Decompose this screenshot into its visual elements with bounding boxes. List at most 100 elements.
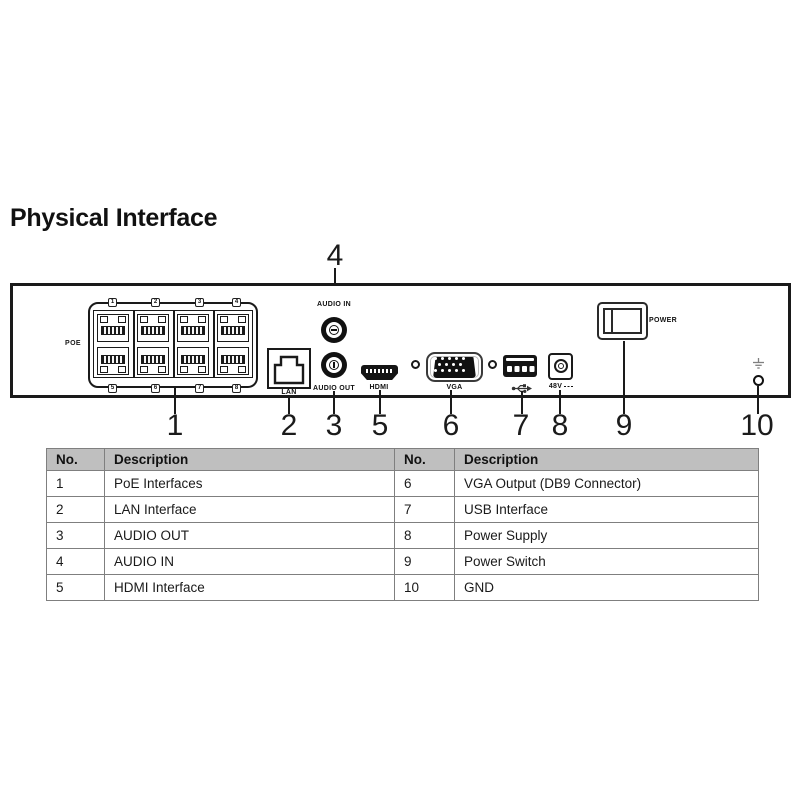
cell-no: 6 — [394, 470, 455, 497]
dc-jack-ring — [553, 358, 568, 373]
leader-line-7 — [521, 391, 523, 414]
leader-line-1 — [174, 387, 176, 414]
leader-line-10 — [757, 386, 759, 414]
lan-port — [267, 348, 311, 389]
rj45-jack — [177, 314, 209, 342]
power-jack-label: 48V — [540, 383, 582, 390]
audio-out-connector — [321, 352, 347, 378]
vga-port — [426, 352, 483, 382]
rj45-pins — [221, 355, 245, 364]
poe-port-block — [88, 302, 258, 388]
cell-description: HDMI Interface — [104, 574, 395, 601]
interface-description-table: No. Description No. Description 1 PoE In… — [46, 448, 759, 601]
vga-screw-left — [411, 360, 420, 369]
device-rear-panel: POE 1 2 3 4 5 6 7 8 LAN AUDIO IN AUDIO O… — [10, 283, 791, 398]
rj45-pins — [181, 326, 205, 335]
cell-description: Power Supply — [454, 522, 759, 549]
dc-symbol-icon — [564, 384, 574, 387]
audio-in-connector — [321, 317, 347, 343]
table-row: 5 HDMI Interface 10 GND — [46, 574, 759, 601]
rj45-pins — [141, 355, 165, 364]
cell-description: USB Interface — [454, 496, 759, 523]
cell-no: 2 — [46, 496, 105, 523]
leader-line-9 — [623, 341, 625, 414]
cell-no: 3 — [46, 522, 105, 549]
usb-slot — [506, 358, 534, 361]
rj45-pins — [141, 326, 165, 335]
cell-description: Power Switch — [454, 548, 759, 575]
rj45-jack — [97, 347, 129, 375]
cell-no: 4 — [46, 548, 105, 575]
lan-label: LAN — [281, 389, 297, 396]
vga-dsub — [433, 357, 476, 378]
poe-port-number: 4 — [232, 298, 241, 307]
cell-description: AUDIO IN — [104, 548, 395, 575]
usb-contacts — [507, 366, 512, 372]
poe-port-number: 3 — [195, 298, 204, 307]
power-switch — [597, 302, 648, 340]
header-no-right: No. — [394, 448, 455, 471]
poe-port-number: 2 — [151, 298, 160, 307]
hdmi-label: HDMI — [369, 384, 389, 391]
hdmi-port — [361, 365, 398, 380]
rj45-jack — [217, 347, 249, 375]
audio-out-slot — [333, 362, 335, 368]
poe-column-divider — [173, 310, 175, 378]
callout-1: 1 — [166, 409, 184, 442]
callout-10: 10 — [740, 409, 774, 442]
cell-description: LAN Interface — [104, 496, 395, 523]
ground-screw — [753, 375, 764, 386]
rj45-outline-icon — [273, 355, 305, 385]
power-jack-voltage: 48V — [548, 383, 563, 390]
vga-screw-right — [488, 360, 497, 369]
rj45-jack — [177, 347, 209, 375]
leader-line-6 — [450, 390, 452, 414]
callout-8: 8 — [551, 409, 569, 442]
rj45-pins — [101, 326, 125, 335]
cell-no: 10 — [394, 574, 455, 601]
vga-label: VGA — [446, 384, 463, 391]
leader-line-3 — [333, 391, 335, 414]
cell-no: 8 — [394, 522, 455, 549]
cell-no: 9 — [394, 548, 455, 575]
cell-no: 1 — [46, 470, 105, 497]
rj45-jack — [217, 314, 249, 342]
audio-in-slot — [331, 329, 337, 331]
cell-description: AUDIO OUT — [104, 522, 395, 549]
poe-port-number: 6 — [151, 384, 160, 393]
table-row: 3 AUDIO OUT 8 Power Supply — [46, 522, 759, 549]
poe-column-divider — [213, 310, 215, 378]
table-row: 4 AUDIO IN 9 Power Switch — [46, 548, 759, 575]
poe-column-divider — [133, 310, 135, 378]
page-title: Physical Interface — [10, 204, 218, 232]
hdmi-pins — [366, 369, 393, 373]
poe-port-number: 8 — [232, 384, 241, 393]
rj45-pins — [221, 326, 245, 335]
vga-pins — [434, 357, 437, 360]
table-row: 1 PoE Interfaces 6 VGA Output (DB9 Conne… — [46, 470, 759, 497]
ground-icon — [751, 357, 766, 375]
header-description-left: Description — [104, 448, 395, 471]
table-header-row: No. Description No. Description — [46, 448, 759, 471]
cell-no: 5 — [46, 574, 105, 601]
poe-label: POE — [65, 340, 81, 347]
dc-jack-pin — [557, 362, 564, 369]
callout-2: 2 — [280, 409, 298, 442]
rj45-jack — [97, 314, 129, 342]
rj45-pins — [101, 355, 125, 364]
callout-3: 3 — [325, 409, 343, 442]
dc-power-jack — [548, 353, 573, 380]
power-switch-label: POWER — [649, 317, 677, 324]
leader-line-8 — [559, 390, 561, 414]
callout-6: 6 — [442, 409, 460, 442]
callout-7: 7 — [512, 409, 530, 442]
cell-description: GND — [454, 574, 759, 601]
rj45-jack — [137, 347, 169, 375]
header-no-left: No. — [46, 448, 105, 471]
cell-description: PoE Interfaces — [104, 470, 395, 497]
table-row: 2 LAN Interface 7 USB Interface — [46, 496, 759, 523]
poe-port-number: 7 — [195, 384, 204, 393]
rj45-jack — [137, 314, 169, 342]
header-description-right: Description — [454, 448, 759, 471]
